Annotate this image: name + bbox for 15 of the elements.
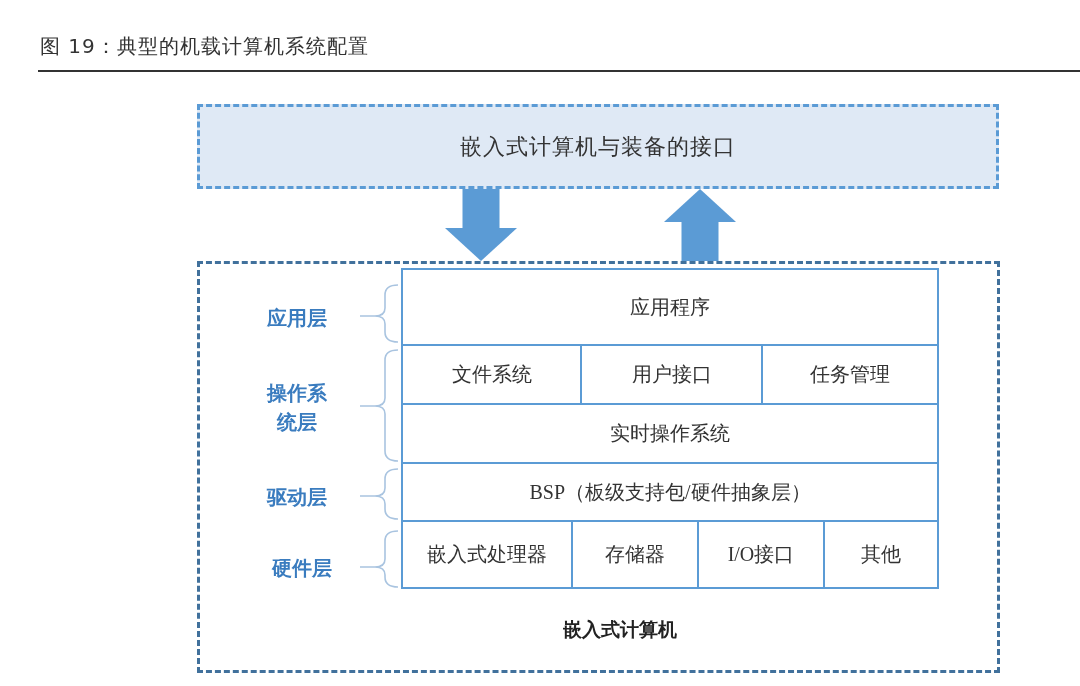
component-cell: 嵌入式处理器 [401,520,573,589]
layer-label: 驱动层 [267,483,327,511]
layer-label: 操作系统层 [266,380,328,436]
component-cell: 应用程序 [401,268,939,346]
block-arrow [445,189,517,261]
layer-label: 硬件层 [272,554,332,582]
interface-band: 嵌入式计算机与装备的接口 [197,104,999,189]
component-cell: 其他 [823,520,939,589]
figure-title: 图 19：典型的机载计算机系统配置 [40,33,369,60]
component-cell: BSP（板级支持包/硬件抽象层） [401,462,939,522]
computer-frame [197,261,1000,673]
component-cell: 实时操作系统 [401,403,939,464]
frame-title: 嵌入式计算机 [563,618,677,642]
block-arrow [664,189,736,261]
layer-label: 应用层 [267,304,327,332]
